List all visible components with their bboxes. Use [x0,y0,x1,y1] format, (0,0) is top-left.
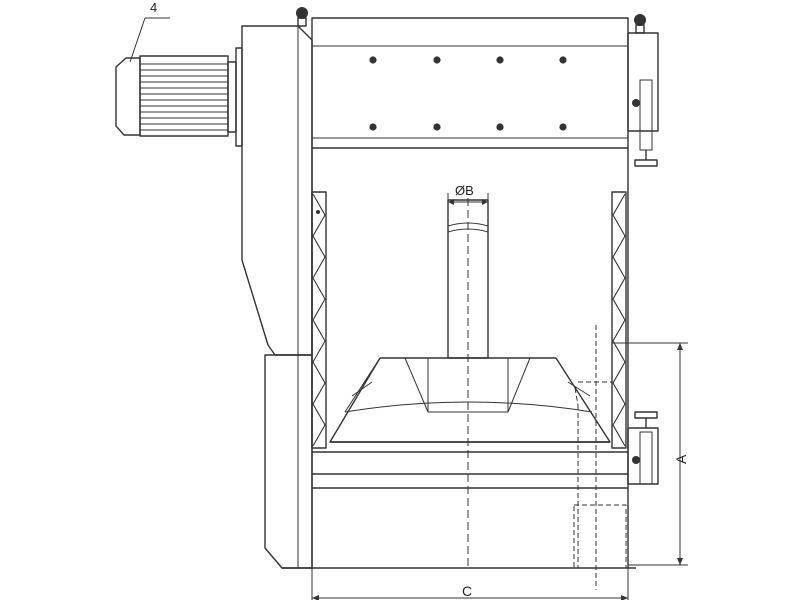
gearbox-flange [235,47,243,147]
upper-latch [627,14,659,167]
diameter-dimension: ØB [447,183,489,205]
motor-endcap [115,57,141,136]
right-liner [611,191,627,449]
top-panel-bolts [369,56,567,131]
lower-latch [627,411,659,485]
callout-4-label: 4 [150,0,157,15]
motor [115,47,243,147]
distributor-cone [329,357,611,443]
motor-flange [227,61,237,133]
top-panel [311,17,629,149]
diameter-label: ØB [455,183,474,198]
callout-4: 4 [129,0,170,63]
height-label: A [673,454,689,464]
width-dimension: C [311,568,629,601]
drive-housing [241,7,313,569]
left-liner [311,191,327,449]
cabinet [282,17,636,569]
hidden-chute [573,325,627,590]
height-dimension: A [612,342,689,566]
width-label: C [462,583,472,599]
motor-fins [140,63,228,131]
